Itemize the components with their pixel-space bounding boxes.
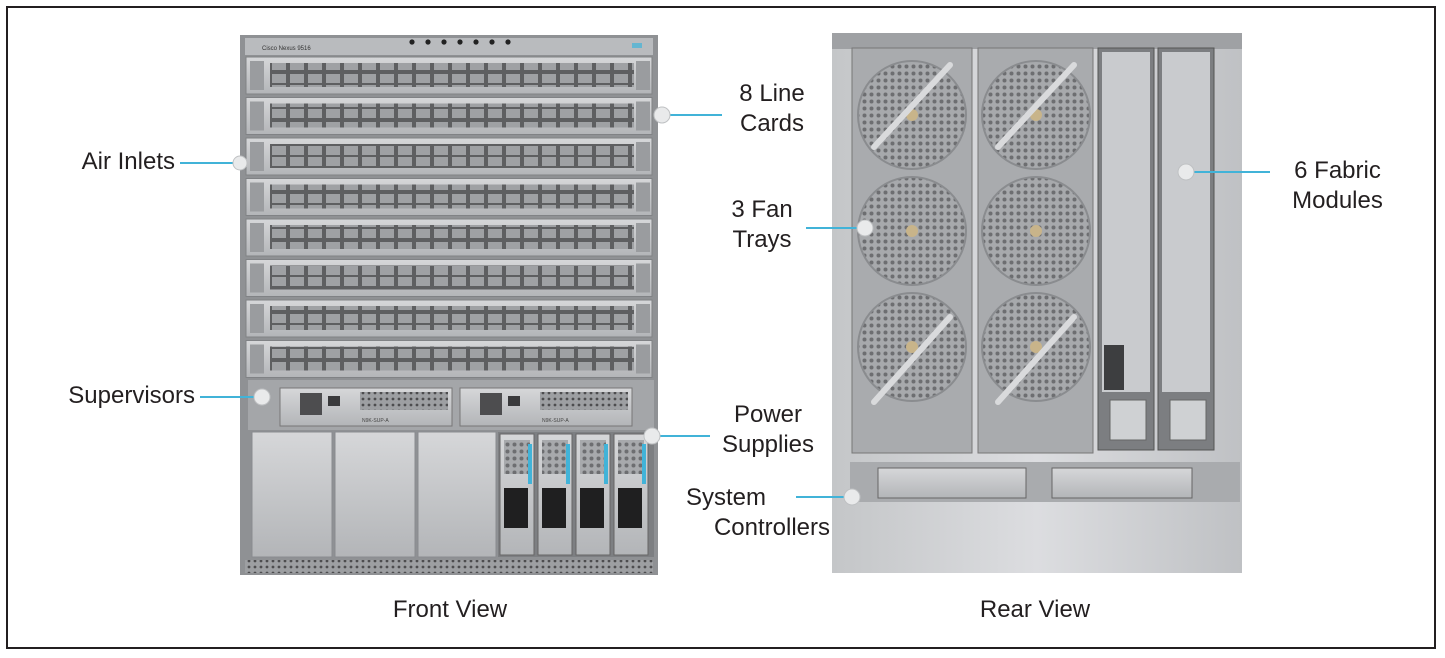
status-led [441,39,447,45]
line-card [245,340,653,378]
front-view-caption: Front View [392,596,508,623]
fan-tray-handle [995,314,1077,405]
power-supply-module [613,433,649,556]
supervisor-module: N9K-SUP-A [279,387,453,427]
line-card [245,259,653,297]
rear-view-caption: Rear View [979,596,1091,623]
fan-tray-handle [871,62,953,150]
power-supply-module [499,433,535,556]
supervisors-marker [253,388,271,406]
chassis-model-label: Cisco Nexus 9516 [262,46,311,52]
supervisors-label: Supervisors [68,382,195,409]
status-led [505,39,511,45]
fan [857,292,967,402]
line-card [245,137,653,176]
status-led [489,39,495,45]
system-controller-module [877,467,1027,499]
fan [981,176,1091,286]
blank-panel [417,431,497,558]
front-bottom-vent [245,560,653,573]
fan [857,176,967,286]
blank-panel [334,431,416,558]
power-supply-module [575,433,611,556]
fabric-modules-marker [1177,163,1195,181]
status-leds [409,39,511,45]
line-card [245,178,653,216]
fabric-modules-label: 6 Fabric Modules [1292,157,1383,214]
fan-trays-label: 3 Fan Trays [731,196,793,253]
brand-logo [632,43,642,48]
callout-leaders [180,106,1270,506]
fan-tray-handle [871,314,953,405]
air-inlets-marker [232,155,248,171]
fan-tray-handle [995,62,1077,150]
power-supplies-marker [643,427,661,445]
status-led [457,39,463,45]
power-supply-bay [498,432,654,557]
fan-trays [857,60,1091,405]
blank-panels [251,431,497,558]
fan [857,60,967,170]
status-led [473,39,479,45]
supervisor-slots: N9K-SUP-A N9K-SUP-A [248,380,654,430]
air-inlets-label: Air Inlets [81,148,175,175]
line-cards-label: 8 Line Cards [739,80,805,137]
status-led [425,39,431,45]
line-card [245,97,653,135]
rear-top-rail [832,33,1242,49]
power-supply-module [537,433,573,556]
blank-panel [251,431,333,558]
line-cards [245,56,653,378]
fan-tray-column [851,47,1094,454]
slot-label: N9K-SUP-A [542,418,569,424]
line-cards-marker [653,106,671,124]
system-controllers-marker [843,488,861,506]
slot-label: N9K-SUP-A [362,418,389,424]
rear-chassis [832,33,1242,573]
fan [981,292,1091,402]
system-controller-bay [850,462,1240,502]
power-supplies-label: Power Supplies [721,401,815,458]
front-top-bezel [245,38,653,55]
status-led [409,39,415,45]
system-controller-module [1051,467,1193,499]
fan-trays-marker [856,219,874,237]
line-card [245,299,653,338]
fabric-module-bay [1097,47,1215,451]
line-card [245,218,653,257]
system-controllers-label: System Controllers [686,484,830,541]
fan [981,60,1091,170]
front-chassis: Cisco Nexus 9516 N9K-SUP-A [240,35,658,575]
supervisor-module: N9K-SUP-A [459,387,633,427]
line-card [245,56,653,95]
